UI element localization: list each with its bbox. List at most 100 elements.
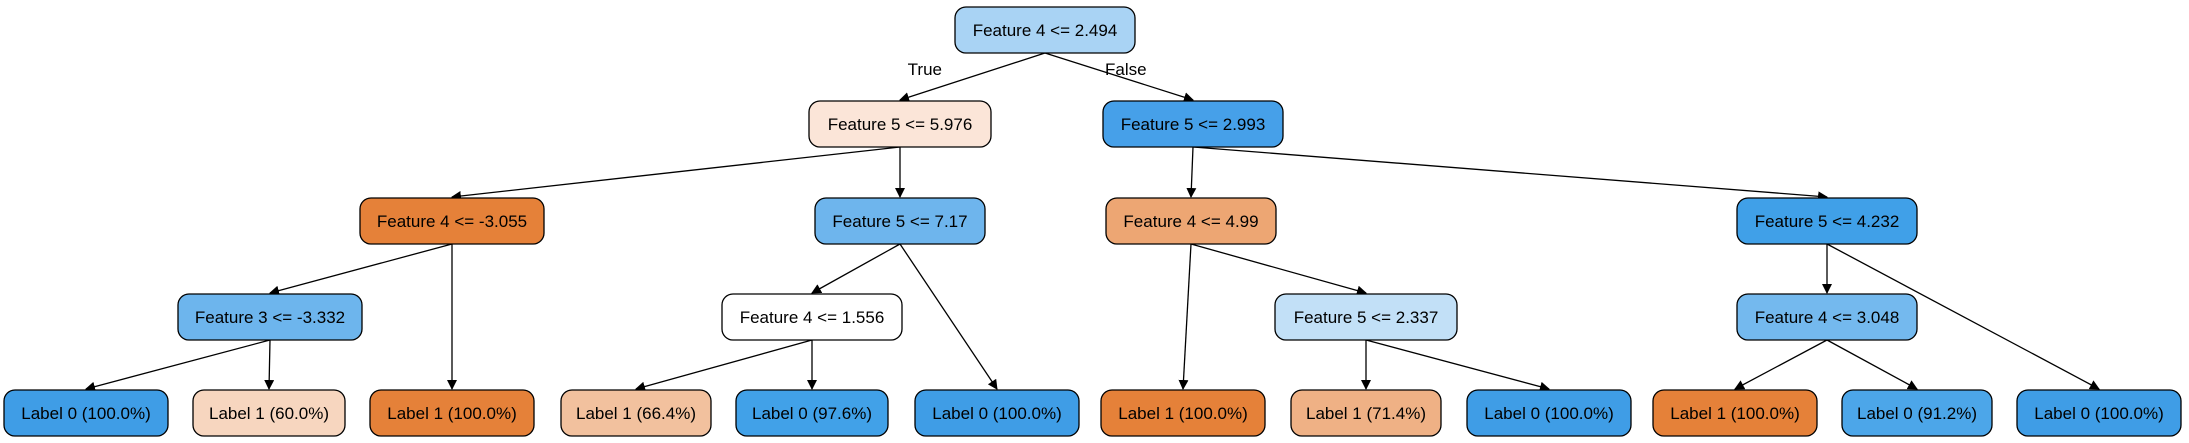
edge-n1-n3: False [1044, 52, 1194, 103]
edge-n6-n10 [1190, 243, 1367, 296]
node-label: Feature 4 <= -3.055 [377, 212, 527, 231]
split-node-n2: Feature 5 <= 5.976 [808, 100, 992, 148]
leaf-node-l11: Label 0 (91.2%) [1841, 389, 1993, 437]
edge-label-true: True [908, 60, 942, 79]
edge-n7-l12 [1826, 243, 2100, 390]
node-label: Feature 5 <= 4.232 [1755, 212, 1900, 231]
node-box [3, 389, 169, 437]
split-node-n3: Feature 5 <= 2.993 [1102, 100, 1284, 148]
node-label: Feature 4 <= 1.556 [740, 308, 885, 327]
edge-n11-l10 [1734, 339, 1828, 390]
split-node-n1: Feature 4 <= 2.494 [954, 6, 1136, 54]
edge-arrow [1190, 243, 1367, 296]
split-node-n8: Feature 3 <= -3.332 [177, 293, 363, 341]
node-box [808, 100, 992, 148]
node-box [177, 293, 363, 341]
leaf-node-l12: Label 0 (100.0%) [2016, 389, 2182, 437]
edge-n9-l4 [635, 339, 813, 392]
node-label: Label 1 (100.0%) [1670, 404, 1799, 423]
node-label: Label 1 (100.0%) [1118, 404, 1247, 423]
node-box [1736, 293, 1918, 341]
edge-arrow [899, 52, 1046, 102]
edge-n2-n4 [451, 146, 901, 201]
node-label: Label 0 (97.6%) [752, 404, 872, 423]
edge-arrow [1186, 146, 1197, 198]
node-box [1652, 389, 1818, 437]
node-box [721, 293, 903, 341]
edge-n5-l6 [899, 243, 998, 390]
leaf-node-l1: Label 0 (100.0%) [3, 389, 169, 437]
edge-arrow [451, 146, 901, 201]
node-label: Label 1 (71.4%) [1306, 404, 1426, 423]
node-label: Feature 5 <= 2.993 [1121, 115, 1266, 134]
node-label: Feature 5 <= 2.337 [1294, 308, 1439, 327]
edge-n1-n2: True [899, 52, 1046, 102]
edge-arrow [1826, 339, 1918, 390]
node-box [1736, 197, 1918, 245]
edge-arrow [635, 339, 813, 392]
node-box [1105, 197, 1277, 245]
edge-arrow [899, 243, 998, 390]
node-box [814, 197, 986, 245]
leaf-node-l8: Label 1 (71.4%) [1290, 389, 1442, 437]
edge-arrow [1826, 243, 2100, 390]
node-box [1841, 389, 1993, 437]
node-box [560, 389, 712, 437]
node-label: Label 0 (100.0%) [21, 404, 150, 423]
split-node-n4: Feature 4 <= -3.055 [359, 197, 545, 245]
split-node-n5: Feature 5 <= 7.17 [814, 197, 986, 245]
edge-n6-l7 [1178, 243, 1192, 390]
leaf-node-l2: Label 1 (60.0%) [192, 389, 346, 437]
leaf-node-l3: Label 1 (100.0%) [369, 389, 535, 437]
edge-arrow [1365, 339, 1550, 392]
leaf-node-l6: Label 0 (100.0%) [914, 389, 1080, 437]
edge-n4-n8 [269, 243, 453, 296]
split-node-n7: Feature 5 <= 4.232 [1736, 197, 1918, 245]
node-box [914, 389, 1080, 437]
node-box [192, 389, 346, 437]
node-box [735, 389, 889, 437]
node-box [1100, 389, 1266, 437]
node-box [369, 389, 535, 437]
edge-arrow [269, 243, 453, 296]
edge-arrow [1044, 52, 1194, 103]
edge-arrow [85, 339, 271, 392]
node-label: Feature 4 <= 2.494 [973, 21, 1118, 40]
edge-n11-l11 [1826, 339, 1918, 390]
split-node-n10: Feature 5 <= 2.337 [1274, 293, 1458, 341]
node-box [359, 197, 545, 245]
edge-label-false: False [1105, 60, 1147, 79]
node-label: Feature 4 <= 3.048 [1755, 308, 1900, 327]
edge-arrow [264, 339, 275, 390]
node-label: Feature 4 <= 4.99 [1123, 212, 1258, 231]
leaf-node-l4: Label 1 (66.4%) [560, 389, 712, 437]
node-box [954, 6, 1136, 54]
node-label: Label 0 (91.2%) [1857, 404, 1977, 423]
edge-n3-n6 [1186, 146, 1197, 198]
node-label: Label 0 (100.0%) [1484, 404, 1613, 423]
edge-arrow [1734, 339, 1828, 390]
leaf-node-l10: Label 1 (100.0%) [1652, 389, 1818, 437]
leaf-node-l9: Label 0 (100.0%) [1466, 389, 1632, 437]
leaf-node-l7: Label 1 (100.0%) [1100, 389, 1266, 437]
split-node-n9: Feature 4 <= 1.556 [721, 293, 903, 341]
node-box [2016, 389, 2182, 437]
edge-arrow [1178, 243, 1192, 390]
node-box [1466, 389, 1632, 437]
node-label: Label 1 (60.0%) [209, 404, 329, 423]
split-node-n6: Feature 4 <= 4.99 [1105, 197, 1277, 245]
node-label: Label 0 (100.0%) [2034, 404, 2163, 423]
node-box [1290, 389, 1442, 437]
edge-n5-n9 [811, 243, 901, 294]
node-label: Feature 3 <= -3.332 [195, 308, 345, 327]
edge-arrow [811, 243, 901, 294]
leaf-node-l5: Label 0 (97.6%) [735, 389, 889, 437]
edge-n8-l2 [264, 339, 275, 390]
node-box [1274, 293, 1458, 341]
edge-n10-l9 [1365, 339, 1550, 392]
node-label: Label 0 (100.0%) [932, 404, 1061, 423]
node-label: Label 1 (100.0%) [387, 404, 516, 423]
split-node-n11: Feature 4 <= 3.048 [1736, 293, 1918, 341]
edge-arrow [1192, 146, 1828, 202]
